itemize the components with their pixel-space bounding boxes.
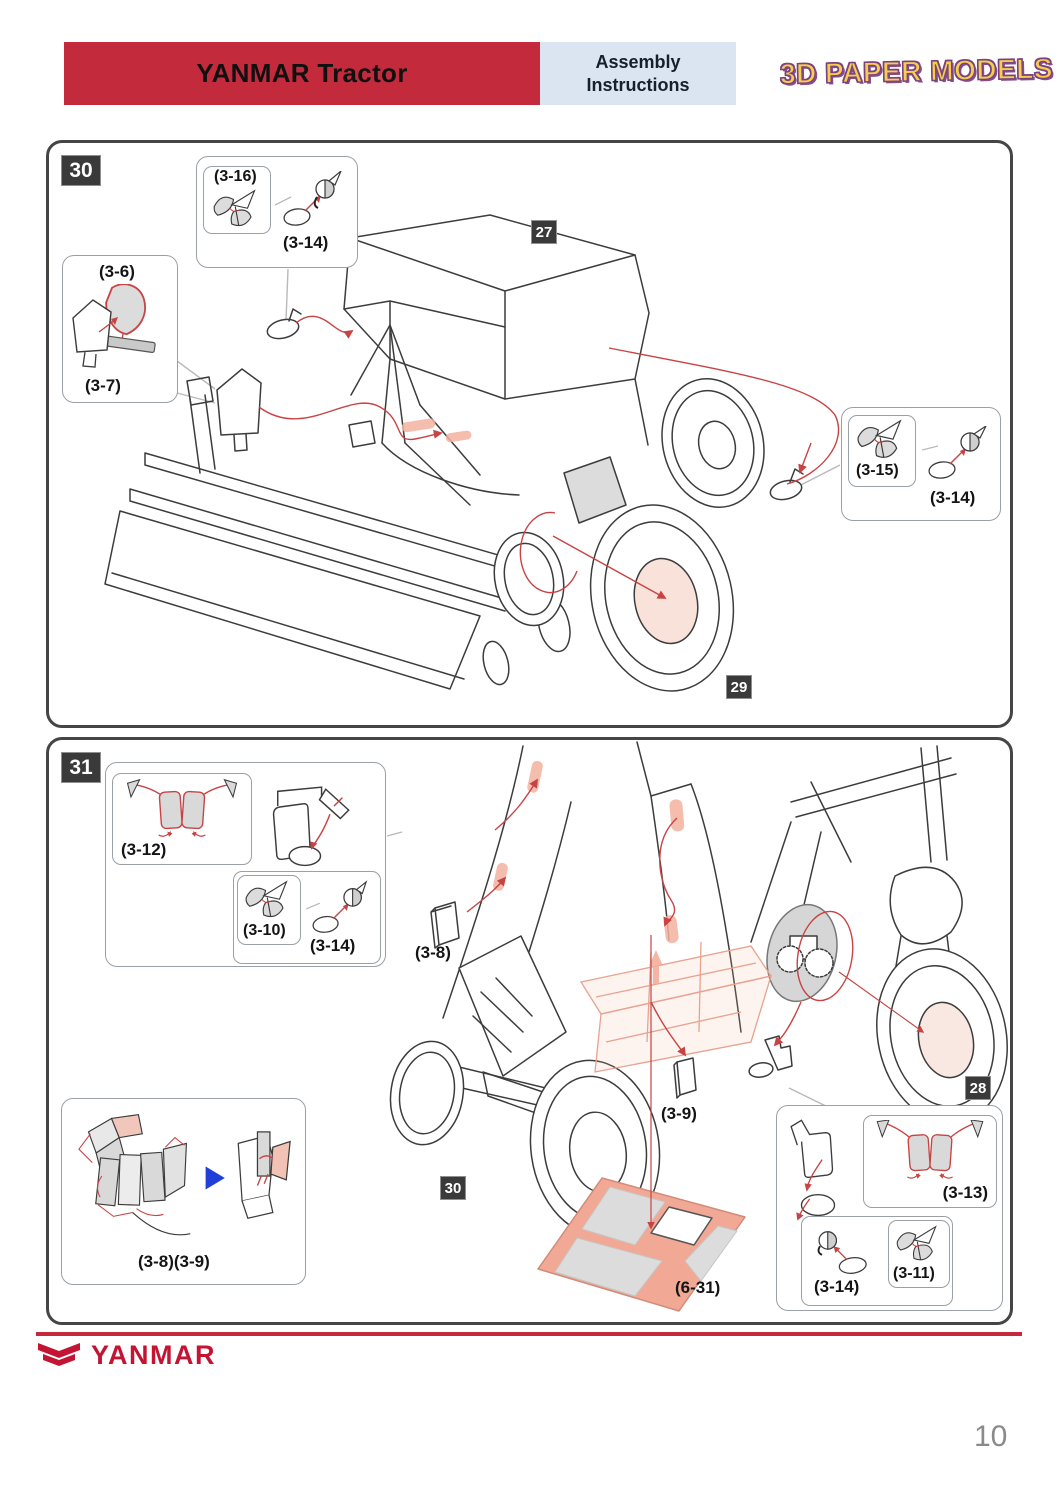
glue-highlights — [493, 760, 685, 944]
page-title: YANMAR Tractor — [196, 58, 408, 88]
assembly-label-line2: Instructions — [586, 74, 690, 95]
callout-box-mirrors: (3-12) — [105, 762, 386, 967]
leader-lines — [176, 268, 841, 488]
assembled-mirror-thumbnail — [272, 786, 350, 867]
callout-box-right: (3-13) (3-14) — [776, 1105, 1003, 1311]
callout-box-3-6-3-7: (3-6) (3-7) — [62, 255, 178, 403]
callout-box-fold: (3-8)(3-9) — [61, 1098, 306, 1285]
inner-box-3-15: (3-15) — [848, 415, 916, 487]
step-marker-30: 30 — [440, 1176, 466, 1200]
tractor-front-view-illustration — [386, 741, 1008, 1312]
part-label-3-11: (3-11) — [893, 1265, 935, 1282]
callout-box-3-16: (3-16) (3-14) — [196, 156, 358, 268]
floor-panel-6-31 — [537, 1177, 746, 1312]
step-marker-29: 29 — [726, 675, 752, 699]
fold-sequence-illustration — [78, 1113, 291, 1236]
part-3-12-thumbnail — [126, 778, 238, 837]
part-label-3-14-mid: (3-14) — [310, 936, 356, 955]
step-31-panel: 31 30 28 (3-8) (3-9) (6-31) — [46, 737, 1013, 1325]
attach-3-14-thumbnail — [275, 171, 342, 226]
glue-highlights — [401, 418, 472, 443]
part-3-15-thumbnail — [857, 419, 902, 458]
step-badge-30: 30 — [61, 155, 101, 186]
footer-rule — [36, 1332, 1022, 1336]
part-label-3-7: (3-7) — [85, 376, 121, 395]
assembly-wires — [258, 315, 840, 599]
assembled-mirror-small-thumbnail — [790, 1119, 836, 1221]
part-label-3-12: (3-12) — [121, 840, 167, 859]
header-banner: YANMAR Tractor — [64, 42, 540, 105]
yanmar-chevrons-icon — [38, 1342, 80, 1366]
part-label-3-9: (3-9) — [661, 1104, 697, 1123]
part-label-6-31: (6-31) — [675, 1278, 721, 1297]
part-3-13-thumbnail — [876, 1120, 984, 1179]
assembly-wires — [466, 778, 925, 1230]
sub-box-3-11: (3-14) (3-11) — [801, 1216, 953, 1306]
attach-3-14-bottom-thumbnail — [817, 1231, 867, 1274]
part-3-11-thumbnail — [896, 1225, 937, 1261]
part-label-3-14-bottom: (3-14) — [814, 1277, 860, 1296]
step-badge-31: 31 — [61, 752, 101, 783]
yanmar-wordmark: YANMAR — [91, 1340, 217, 1370]
attach-3-14-right-thumbnail — [922, 426, 987, 479]
part-label-3-10: (3-10) — [243, 922, 286, 939]
part-3-16-thumbnail — [213, 189, 256, 227]
page-number: 10 — [974, 1420, 1008, 1453]
step-marker-28: 28 — [965, 1076, 991, 1100]
callout-box-3-15: (3-15) (3-14) — [841, 407, 1001, 521]
sub-box-3-10: (3-10) (3-14) — [233, 871, 381, 964]
assembly-instructions-box: Assembly Instructions — [540, 42, 736, 105]
part-label-3-14-top: (3-14) — [283, 233, 329, 252]
step-marker-27: 27 — [531, 220, 557, 244]
part-label-3-8: (3-8) — [415, 943, 451, 962]
attach-3-14-mid-thumbnail — [306, 880, 368, 933]
inner-box-3-13: (3-13) — [863, 1115, 997, 1208]
step-30-panel: 30 27 29 (3-16) — [46, 140, 1013, 728]
inner-box-3-12: (3-12) — [112, 773, 252, 865]
inner-box-3-16: (3-16) — [203, 166, 271, 234]
inner-box-3-10: (3-10) — [237, 875, 301, 945]
yanmar-brand: YANMAR — [36, 1340, 216, 1371]
part-label-3-6: (3-6) — [99, 262, 135, 281]
paper-models-logo: 3D PAPER MODELS — [779, 52, 1054, 90]
part-label-3-8-3-9: (3-8)(3-9) — [138, 1252, 210, 1271]
fold-direction-arrow-icon — [205, 1166, 225, 1190]
part-3-10-thumbnail — [245, 880, 288, 918]
part-label-3-14-right: (3-14) — [930, 488, 976, 507]
part-label-3-15: (3-15) — [856, 462, 899, 479]
part-3-6-3-7-thumbnail — [72, 284, 156, 368]
part-label-3-16: (3-16) — [214, 168, 257, 185]
inner-box-3-11: (3-11) — [888, 1220, 950, 1288]
assembly-label-line1: Assembly — [595, 52, 681, 72]
part-label-3-13: (3-13) — [942, 1183, 988, 1202]
chassis-overlay — [579, 941, 773, 1073]
tractor-rear-view-illustration — [104, 214, 841, 692]
